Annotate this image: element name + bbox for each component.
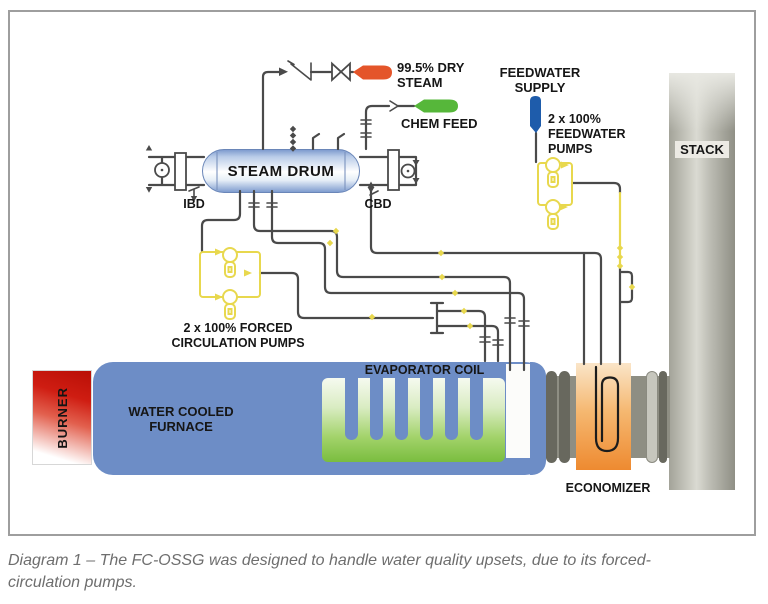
expansion-bellows xyxy=(546,371,557,463)
expansion-bellows xyxy=(559,371,570,463)
burner-label: BURNER xyxy=(54,386,70,449)
burner: BURNER xyxy=(32,370,92,465)
furnace-end-cap xyxy=(530,362,546,475)
dry-steam-label: 99.5% DRY STEAM xyxy=(397,60,465,91)
expansion-bellows xyxy=(659,371,667,463)
drum-seam xyxy=(216,152,218,190)
coil-gap xyxy=(445,378,458,440)
coil-gap xyxy=(345,378,358,440)
evaporator-outlet-channel xyxy=(506,364,530,458)
economizer xyxy=(576,363,631,470)
coil-gap xyxy=(370,378,383,440)
coil-gap xyxy=(470,378,483,440)
chem-feed-label: CHEM FEED xyxy=(401,116,478,131)
drum-seam xyxy=(344,152,346,190)
coil-gap xyxy=(395,378,408,440)
feedwater-supply-label: FEEDWATER SUPPLY xyxy=(499,65,581,96)
ibd-label: IBD xyxy=(183,197,205,211)
forced-circulation-pumps-label: 2 x 100% FORCED CIRCULATION PUMPS xyxy=(171,321,305,350)
economizer-label: ECONOMIZER xyxy=(565,481,651,495)
evaporator-coil-label: EVAPORATOR COIL xyxy=(364,363,485,377)
expansion-bellows xyxy=(646,371,658,463)
steam-drum-label: STEAM DRUM xyxy=(227,162,335,180)
coil-gap xyxy=(420,378,433,440)
stack-label: STACK xyxy=(669,141,735,159)
cbd-label: CBD xyxy=(364,197,392,211)
steam-drum: STEAM DRUM xyxy=(202,149,360,193)
figure-caption: Diagram 1 – The FC-OSSG was designed to … xyxy=(8,552,651,591)
furnace-label: WATER COOLED FURNACE xyxy=(128,404,234,435)
stack xyxy=(669,73,735,490)
feedwater-pumps-label: 2 x 100% FEEDWATER PUMPS xyxy=(548,112,626,156)
